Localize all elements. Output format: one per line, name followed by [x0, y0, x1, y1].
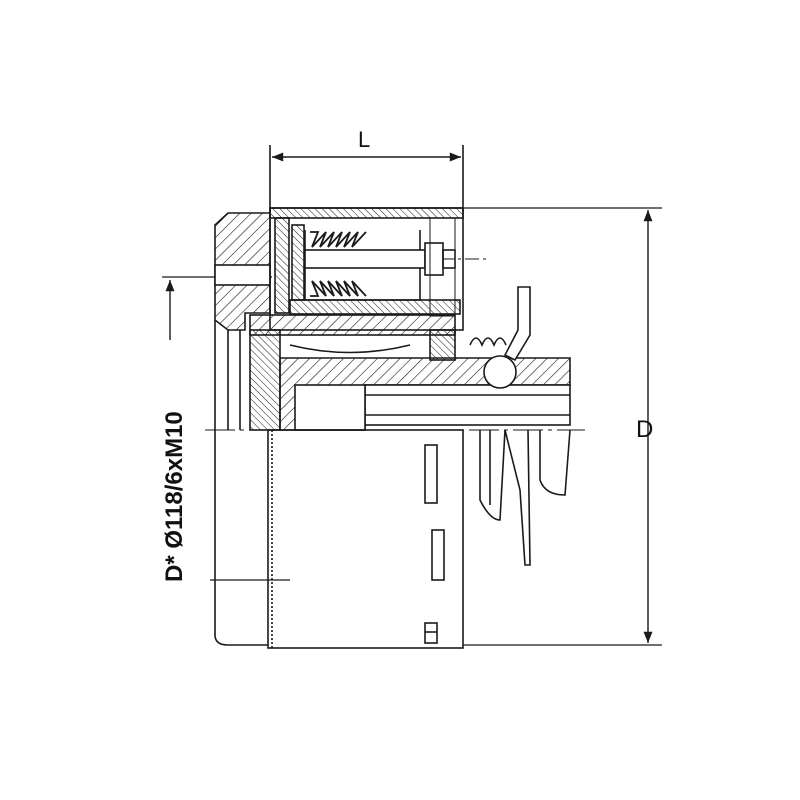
spring-housing [269, 207, 464, 331]
length-dimension [269, 145, 464, 212]
lower-body [267, 429, 464, 649]
adjusting-bolt [304, 249, 426, 269]
length-label: L [358, 127, 370, 152]
release-lever [469, 286, 571, 566]
diameter-label: D [636, 416, 653, 443]
ball [483, 355, 517, 389]
hub-shaft [249, 314, 571, 431]
mounting-label: D* Ø118/6xM10 [161, 411, 188, 582]
compression-springs [310, 231, 367, 297]
nut [424, 242, 444, 276]
diameter-dimension [463, 207, 662, 646]
